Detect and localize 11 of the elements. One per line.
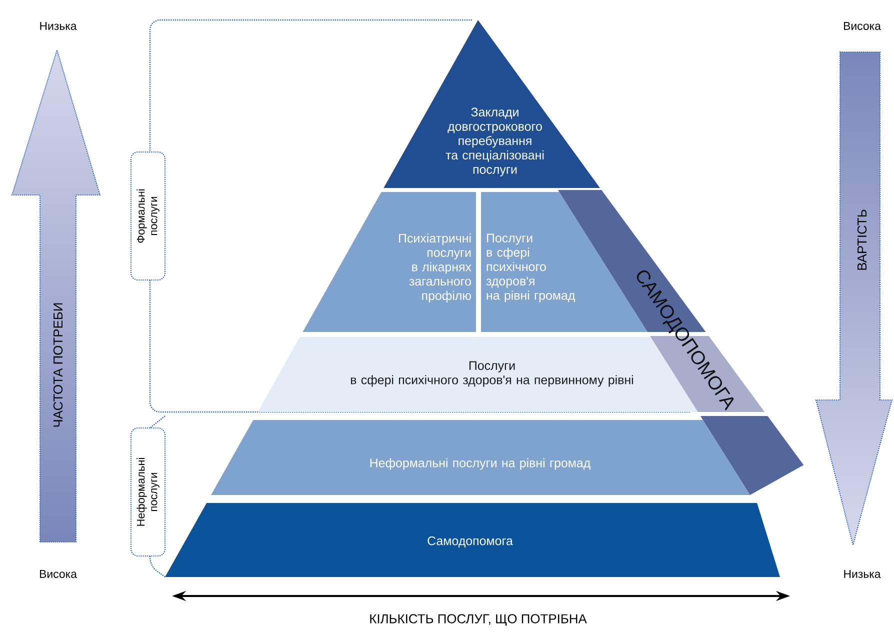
scale-label: Висока [844, 22, 881, 30]
scale-label: Низька [40, 22, 77, 30]
pyramid-tier: Заклади довгострокового перебування та спеціалізовані послуги [384, 20, 600, 188]
scale-label: Низька [844, 570, 881, 578]
pyramid-tier: Самодопомога [165, 503, 780, 577]
pyramid-tier: Психіатричні послуги в лікарнях загального профілю [302, 192, 476, 332]
bracket-label: Формальні послуги [130, 151, 166, 281]
pyramid-tier: Неформальні послуги на рівні громад [211, 420, 750, 495]
scale-label: Висока [40, 570, 77, 578]
bracket-label: Неформальні послуги [130, 427, 166, 557]
axis-label: КІЛЬКІСТЬ ПОСЛУГ, ЩО ПОТРІБНА [370, 614, 587, 626]
